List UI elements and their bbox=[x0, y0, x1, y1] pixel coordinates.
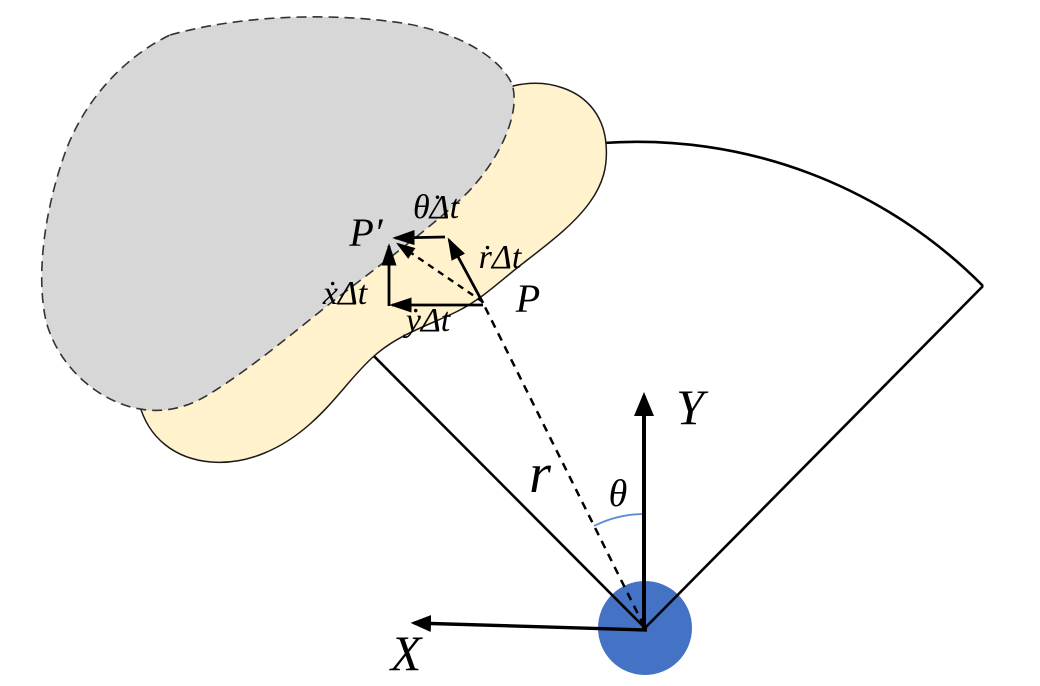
bearing-angle-arc bbox=[593, 513, 646, 527]
previous-scan-blob bbox=[40, 16, 515, 412]
range-dashed-line bbox=[481, 302, 646, 627]
fov-right-edge bbox=[644, 285, 984, 629]
radial-velocity-arrow bbox=[447, 237, 485, 304]
label-y-axis: Y bbox=[676, 379, 709, 435]
displacement-dashed-arrow bbox=[396, 242, 484, 303]
tangential-velocity-arrow bbox=[392, 230, 446, 246]
label-radial-disp: ṙΔt bbox=[479, 239, 523, 276]
label-x-disp: ẋΔt bbox=[322, 275, 369, 312]
label-bearing: θ bbox=[609, 473, 628, 515]
x-axis-arrow bbox=[410, 615, 648, 633]
label-range: r bbox=[529, 443, 551, 505]
label-y-disp: ẏΔt bbox=[403, 302, 452, 339]
label-point-moved: P′ bbox=[348, 210, 383, 255]
label-x-axis: X bbox=[389, 625, 424, 681]
fov-arc bbox=[602, 140, 984, 287]
label-tangential-disp: θ̇Δt bbox=[413, 189, 461, 226]
label-point: P bbox=[515, 276, 540, 321]
